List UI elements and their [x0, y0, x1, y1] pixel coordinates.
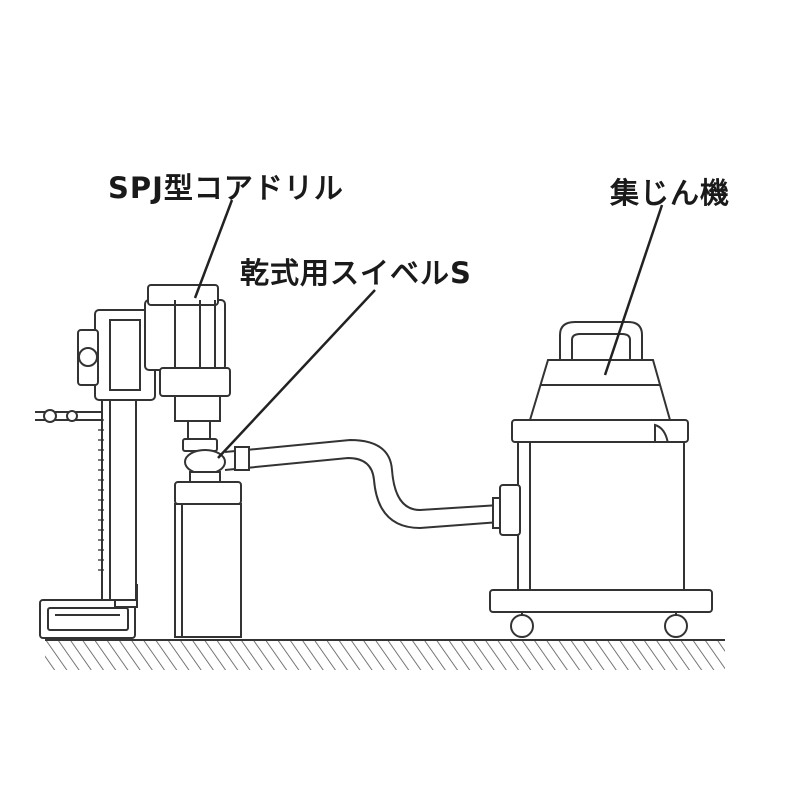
leader-dust-collector [603, 204, 664, 376]
label-swivel: 乾式用スイベルS [240, 256, 472, 290]
leader-swivel [217, 289, 376, 459]
core-bit [174, 481, 242, 638]
leader-core-drill [193, 199, 234, 299]
dry-swivel [182, 438, 226, 483]
dust-hose [224, 438, 508, 530]
dust-collector [489, 321, 713, 638]
label-dust-collector: 集じん機 [610, 176, 731, 210]
core-drill [35, 284, 231, 639]
floor-hatching [45, 639, 725, 670]
label-core-drill: SPJ型コアドリル [108, 171, 344, 205]
leader-lines [193, 199, 664, 459]
